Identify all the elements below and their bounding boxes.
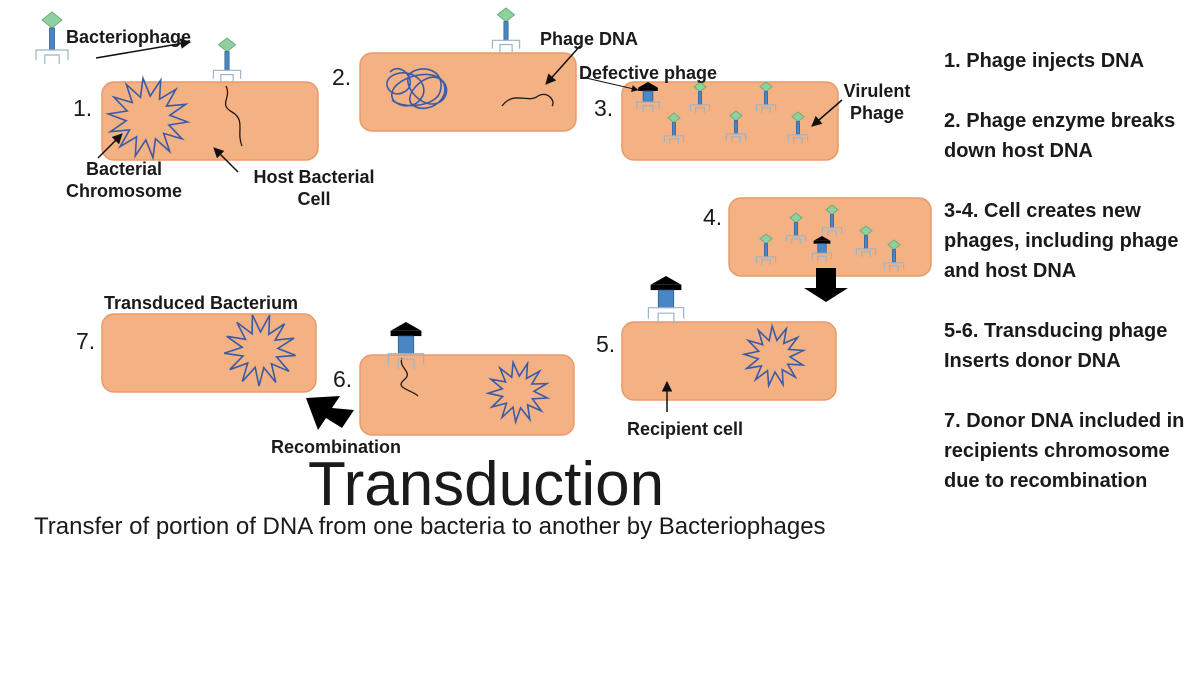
- virulent-phage-3b: [755, 81, 777, 114]
- chromosome-arrow: [97, 133, 123, 159]
- defective-phage-arrow: [585, 77, 639, 92]
- step-number-6: 6.: [333, 366, 353, 392]
- phage-attached-2: [491, 7, 521, 53]
- label-recipient-cell: Recipient cell: [627, 419, 744, 439]
- legend-step-2: 2. Phage enzyme breaks down host DNA: [944, 110, 1176, 162]
- label-recombination: Recombination: [271, 437, 402, 457]
- virulent-phage-3a: [689, 81, 711, 114]
- label-virulent-line1: Virulent: [843, 81, 911, 101]
- page-subtitle: Transfer of portion of DNA from one bact…: [34, 513, 826, 540]
- virulent-phage-3c: [663, 112, 685, 145]
- fragmented-host-dna-2: [386, 67, 448, 109]
- bacterial-chromosome-1: [105, 75, 191, 161]
- legend-step-7: 7. Donor DNA included in recipients chro…: [944, 410, 1185, 492]
- phage-group: [35, 7, 905, 370]
- donor-dna-6: [400, 357, 419, 397]
- cell-1: [101, 81, 319, 161]
- step-number-5: 5.: [596, 331, 616, 357]
- phage-attached-1: [212, 37, 242, 83]
- legend-step-5-6: 5-6. Transducing phage Inserts donor DNA: [944, 320, 1168, 372]
- step-number-7: 7.: [76, 328, 96, 354]
- label-bacteriophage: Bacteriophage: [66, 27, 192, 47]
- step4-to-5-arrow: [804, 268, 848, 302]
- virulent-phage-4a: [785, 212, 807, 245]
- step-number-4: 4.: [703, 204, 723, 230]
- host-cell-arrow: [213, 147, 239, 173]
- step6-to-7-arrow: [306, 396, 354, 430]
- label-host-line2: Cell: [297, 189, 331, 209]
- bacterial-chromosome-5: [740, 323, 807, 389]
- phage-dna-2: [501, 93, 554, 107]
- step-number-2: 2.: [332, 64, 352, 90]
- step-number-1: 1.: [73, 95, 93, 121]
- step-number-3: 3.: [594, 95, 614, 121]
- label-chromosome-line1: Bacterial: [85, 159, 163, 179]
- virulent-phage-4b: [821, 204, 843, 237]
- cell-5: [621, 321, 837, 401]
- virulent-phage-3e: [787, 111, 809, 144]
- label-transduced-bacterium: Transduced Bacterium: [104, 293, 299, 313]
- virulent-phage-4d: [855, 225, 877, 258]
- cell-2: [359, 52, 577, 132]
- label-virulent-line2: Phage: [849, 103, 905, 123]
- defective-phage-3: [636, 82, 660, 112]
- virulent-phage-4c: [755, 233, 777, 266]
- injected-dna-1: [224, 85, 243, 147]
- defective-phage-4: [811, 236, 833, 262]
- page-title: Transduction: [308, 450, 665, 519]
- virulent-phage-arrow: [811, 99, 843, 127]
- transducing-phage-6: [387, 322, 425, 370]
- phage-dna-arrow: [545, 45, 581, 85]
- legend-step-3-4: 3-4. Cell creates new phages, including …: [944, 200, 1179, 282]
- transducing-phage-5: [647, 276, 685, 324]
- bacterial-chromosome-6: [484, 359, 551, 426]
- legend-step-1: 1. Phage injects DNA: [944, 50, 1145, 72]
- label-host-line1: Host Bacterial: [253, 167, 375, 187]
- cell-3: [621, 81, 839, 161]
- bacteriophage-arrow: [95, 38, 192, 59]
- phage-free-1: [35, 11, 69, 64]
- virulent-phage-4e: [883, 239, 905, 272]
- bacterial-chromosome-7: [223, 314, 296, 387]
- label-phage-dna: Phage DNA: [540, 29, 639, 49]
- label-virulent-phage: Virulent Phage: [836, 80, 918, 124]
- label-bacterial-chromosome: Bacterial Chromosome: [56, 158, 192, 202]
- label-chromosome-line2: Chromosome: [65, 181, 182, 201]
- virulent-phage-3d: [725, 110, 747, 143]
- label-host-bacterial-cell: Host Bacterial Cell: [244, 166, 384, 210]
- label-defective-phage: Defective phage: [579, 63, 718, 83]
